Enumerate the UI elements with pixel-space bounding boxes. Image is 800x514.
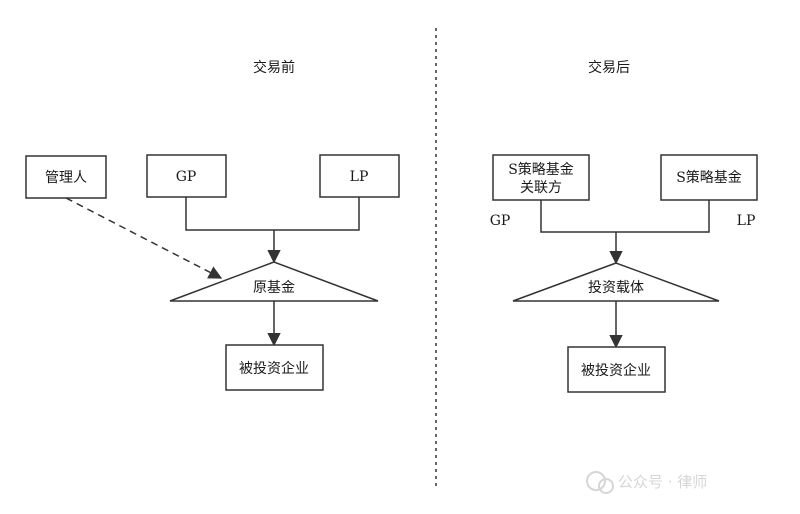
- vehicle-label: 投资载体: [588, 280, 644, 296]
- wechat-icon-bubble: [598, 478, 614, 494]
- after-company-label: 被投资企业: [581, 362, 651, 379]
- before-company-box: [225, 344, 324, 391]
- lp-label: LP: [350, 169, 369, 185]
- after-section: 交易后 S策略基金 关联方 S策略基金 GP LP 投资载体 被投资企业: [490, 59, 758, 393]
- gp-lp-connector: [185, 197, 360, 231]
- manager-label: 管理人: [45, 170, 87, 186]
- after-heading: 交易后: [588, 59, 630, 76]
- s-fund-label: S策略基金: [676, 169, 742, 186]
- manager-dashed-arrow: [65, 197, 223, 279]
- watermark: 公众号 · 律师: [586, 471, 707, 494]
- gp-box: [146, 154, 227, 198]
- after-company-box: [567, 346, 666, 393]
- s-fund-box: [660, 154, 758, 201]
- gp-label: GP: [176, 169, 197, 185]
- before-section: 交易前 管理人 GP LP 原基金 被投资企业: [25, 59, 400, 391]
- before-company-label: 被投资企业: [239, 360, 309, 377]
- fund-label: 原基金: [253, 279, 295, 296]
- s-funds-connector: [540, 200, 710, 233]
- s-affiliate-label-line2: 关联方: [520, 180, 562, 196]
- after-gp-label: GP: [490, 213, 511, 229]
- s-affiliate-box: [492, 154, 590, 201]
- before-heading: 交易前: [253, 59, 295, 76]
- wechat-icon: [586, 471, 606, 491]
- after-lp-label: LP: [737, 213, 756, 229]
- s-affiliate-label-line1: S策略基金: [508, 161, 574, 178]
- manager-box: [25, 155, 107, 199]
- watermark-text: 公众号 · 律师: [618, 473, 707, 491]
